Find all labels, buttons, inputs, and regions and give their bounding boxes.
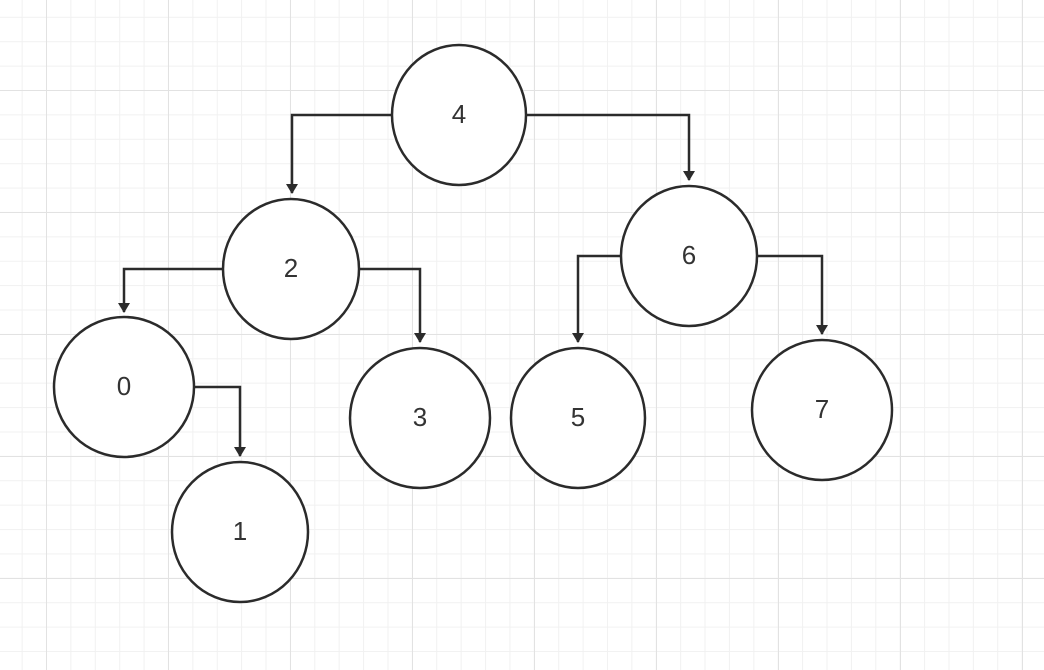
node-label: 5 — [571, 402, 585, 432]
node-circle — [619, 184, 759, 328]
edge-2-to-0 — [118, 267, 223, 313]
node-circle — [348, 346, 492, 490]
edge-6-to-5 — [572, 254, 621, 343]
edge-2-to-3 — [360, 267, 426, 343]
edge-4-to-6 — [526, 113, 695, 181]
node-label: 0 — [117, 371, 131, 401]
tree-node: 7 — [750, 338, 894, 482]
node-circle — [170, 460, 310, 604]
node-label: 4 — [452, 99, 466, 129]
tree-node: 5 — [509, 346, 647, 490]
node-circle — [52, 315, 196, 459]
tree-node: 6 — [619, 184, 759, 328]
tree-node: 2 — [221, 197, 361, 341]
tree-node: 0 — [52, 315, 196, 459]
node-label: 6 — [682, 240, 696, 270]
tree-node: 4 — [390, 43, 528, 187]
node-circle — [750, 338, 894, 482]
node-label: 2 — [284, 253, 298, 283]
edges — [118, 113, 828, 457]
edge-4-to-2 — [286, 113, 392, 194]
node-circle — [221, 197, 361, 341]
node-label: 1 — [233, 516, 247, 546]
edge-0-to-1 — [194, 385, 246, 457]
nodes: 4 2 6 0 3 5 7 — [52, 43, 894, 604]
tree-node: 1 — [170, 460, 310, 604]
node-circle — [509, 346, 647, 490]
node-label: 7 — [815, 394, 829, 424]
node-label: 3 — [413, 402, 427, 432]
node-circle — [390, 43, 528, 187]
tree-node: 3 — [348, 346, 492, 490]
edge-6-to-7 — [758, 254, 828, 335]
